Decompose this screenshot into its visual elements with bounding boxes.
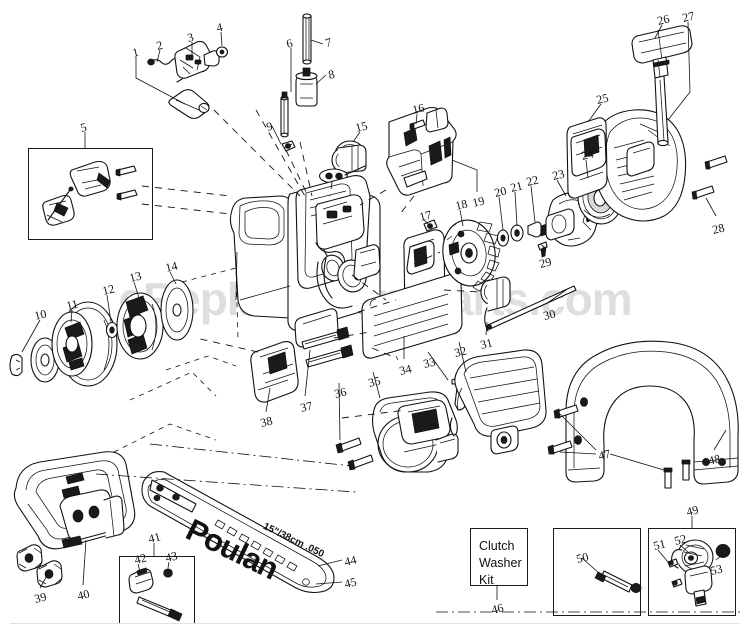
callout-number-32: 32 [452,343,468,360]
callout-number-33: 33 [421,354,437,371]
callout-number-28: 28 [710,220,726,237]
callout-number-19: 19 [470,193,486,210]
callout-number-6: 6 [284,35,295,51]
callout-number-26: 26 [655,11,671,28]
callout-number-27: 27 [680,8,696,25]
callout-number-47: 47 [596,446,612,463]
callout-number-31: 31 [478,335,494,352]
callout-number-5: 5 [78,119,89,135]
callout-number-37: 37 [298,398,314,415]
callout-number-50: 50 [574,549,590,566]
callout-number-20: 20 [492,183,508,200]
group-trigger-kit [42,160,138,226]
group-bolts-49-area [663,459,691,489]
callout-number-2: 2 [154,37,165,53]
kit-box-49 [648,528,736,616]
group-flywheel [442,219,501,292]
callout-number-1: 1 [130,44,141,60]
callout-number-12: 12 [100,281,116,298]
footer-divider [10,623,740,624]
callout-number-23: 23 [550,166,566,183]
callout-number-38: 38 [258,413,274,430]
group-oiler-assembly-49 [667,539,731,607]
kit-box-50 [553,528,641,616]
callout-number-18: 18 [453,196,469,213]
callout-number-42: 42 [132,550,148,567]
callout-number-14: 14 [163,258,179,275]
group-starter-hub [545,192,598,247]
group-muffler-shield [250,341,299,403]
callout-number-8: 8 [326,66,337,82]
callout-number-52: 52 [672,531,688,548]
callout-number-51: 51 [651,536,667,553]
callout-number-44: 44 [342,552,358,569]
kit-caption-line-2: Washer [479,555,522,570]
group-screws-28 [691,155,728,200]
callout-number-39: 39 [32,589,48,606]
callout-number-15: 15 [353,118,369,135]
callout-number-11: 11 [64,296,80,313]
callout-number-41: 41 [146,529,162,546]
callout-number-7: 7 [323,34,334,50]
callout-number-16: 16 [410,100,426,117]
callout-number-3: 3 [185,29,196,45]
group-bar-mount-plate [386,106,457,196]
callout-number-35: 35 [366,373,382,390]
callout-number-13: 13 [127,268,143,285]
callout-number-24: 24 [579,146,595,163]
callout-number-46: 46 [489,600,505,617]
callout-number-22: 22 [524,172,540,189]
group-tool-50 [594,570,642,593]
callout-number-17: 17 [417,207,433,224]
group-oil-pump [318,140,367,184]
callout-number-4: 4 [214,19,225,35]
group-bar-adjuster-kit [128,567,183,622]
callout-number-34: 34 [397,361,413,378]
callout-number-30: 30 [541,306,557,323]
callout-number-45: 45 [342,574,358,591]
callout-number-21: 21 [508,178,524,195]
callout-number-9: 9 [264,118,275,134]
clutch-washer-kit-caption: Clutch Washer Kit [479,538,529,589]
callout-number-40: 40 [75,586,91,603]
callout-number-48: 48 [706,451,722,468]
kit-box-46 [470,528,528,586]
group-hand-guard [449,349,547,455]
callout-number-25: 25 [594,90,610,107]
callout-number-53: 53 [708,561,724,578]
callout-number-29: 29 [537,254,553,271]
callout-number-10: 10 [32,306,48,323]
kit-caption-line-3: Kit [479,572,494,587]
kit-caption-line-1: Clutch [479,539,515,553]
callout-number-49: 49 [684,502,700,519]
callout-number-36: 36 [332,384,348,401]
callout-number-43: 43 [163,548,179,565]
